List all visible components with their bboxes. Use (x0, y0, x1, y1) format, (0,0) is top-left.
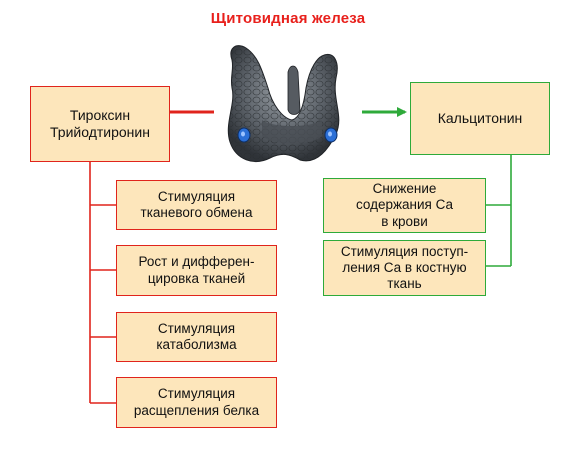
green-branch-lines (486, 155, 512, 267)
diagram-title: Щитовидная железа (210, 10, 366, 27)
effect-protein-breakdown: Стимуляция расщепления белка (116, 377, 277, 428)
calcitonin-box: Кальцитонин (410, 82, 550, 155)
effect-lower-blood-calcium: Снижение содержания Са в крови (323, 178, 486, 233)
thyroid-gland-icon (227, 45, 340, 162)
effect-catabolism: Стимуляция катаболизма (116, 312, 277, 362)
red-branch-lines (89, 162, 116, 404)
effect-calcium-to-bone: Стимуляция поступ- ления Са в костную тк… (323, 240, 486, 296)
effect-growth-differentiation: Рост и дифферен- цировка тканей (116, 245, 277, 296)
thyroxine-box: Тироксин Трийодтиронин (30, 86, 170, 162)
effect-tissue-metabolism: Стимуляция тканевого обмена (116, 180, 277, 230)
